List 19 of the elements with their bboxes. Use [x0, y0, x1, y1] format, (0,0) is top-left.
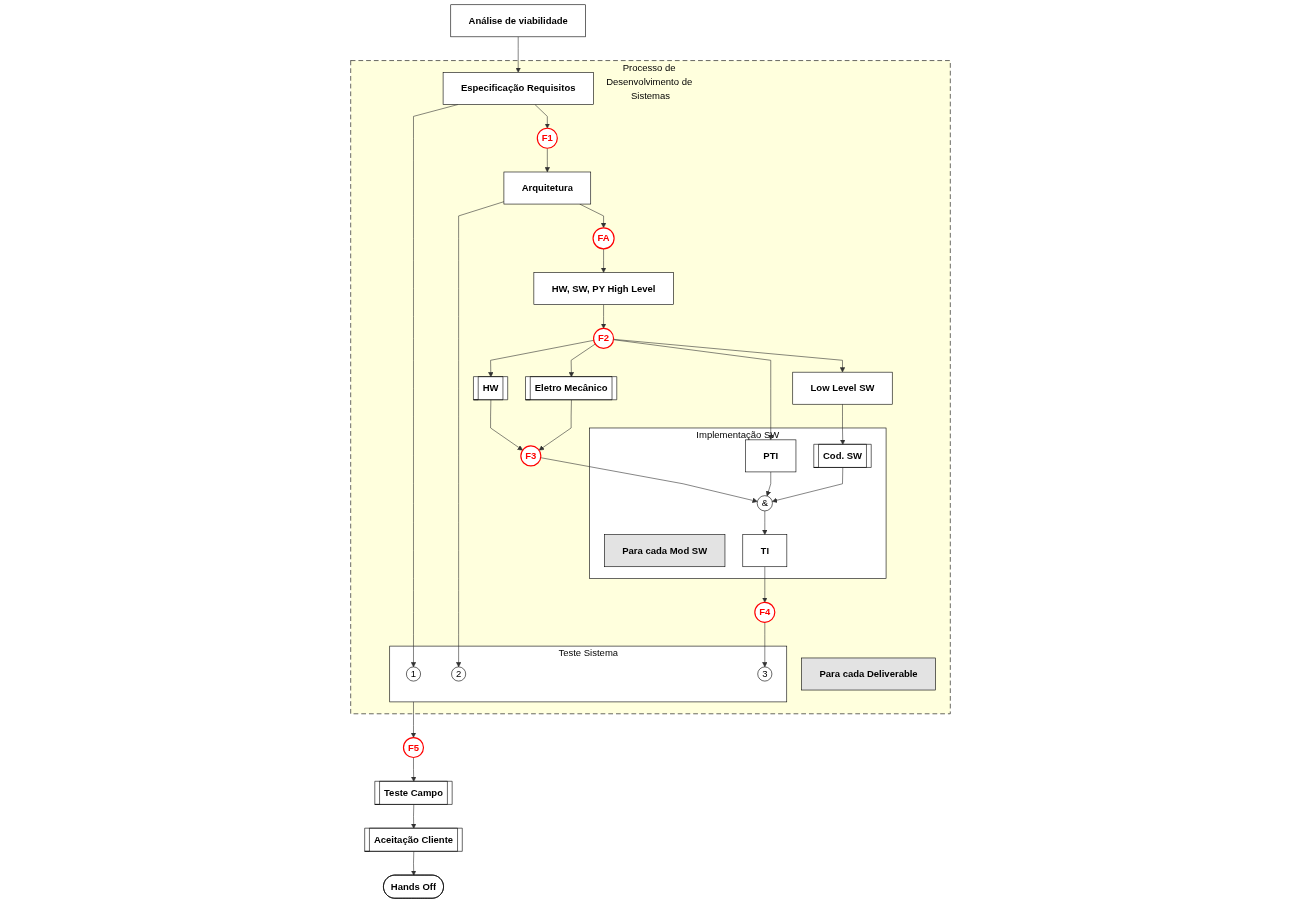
- node-circle: F3: [520, 445, 542, 467]
- node-circle: FA: [592, 227, 615, 250]
- node-box: Para cada Deliverable: [801, 657, 936, 691]
- node-box: Para cada Mod SW: [604, 534, 726, 568]
- node-circle: F4: [754, 601, 776, 623]
- node-circle: &: [756, 495, 773, 512]
- node-box: Análise de viabilidade: [450, 4, 586, 38]
- node-circle: 1: [406, 666, 421, 682]
- node-circle: F5: [402, 736, 425, 759]
- node-circle: F1: [536, 127, 558, 149]
- node-box: TI: [742, 534, 788, 568]
- node-circle: 3: [757, 666, 773, 682]
- node-box: Arquitetura: [503, 171, 592, 205]
- node-box: Low Level SW: [792, 371, 893, 405]
- node-box: Especificação Requisitos: [442, 72, 594, 105]
- node-circle: F2: [593, 327, 615, 349]
- node-circle: 2: [451, 666, 466, 682]
- node-box: PTI: [745, 439, 797, 473]
- node-box: HW, SW, PY High Level: [533, 272, 674, 305]
